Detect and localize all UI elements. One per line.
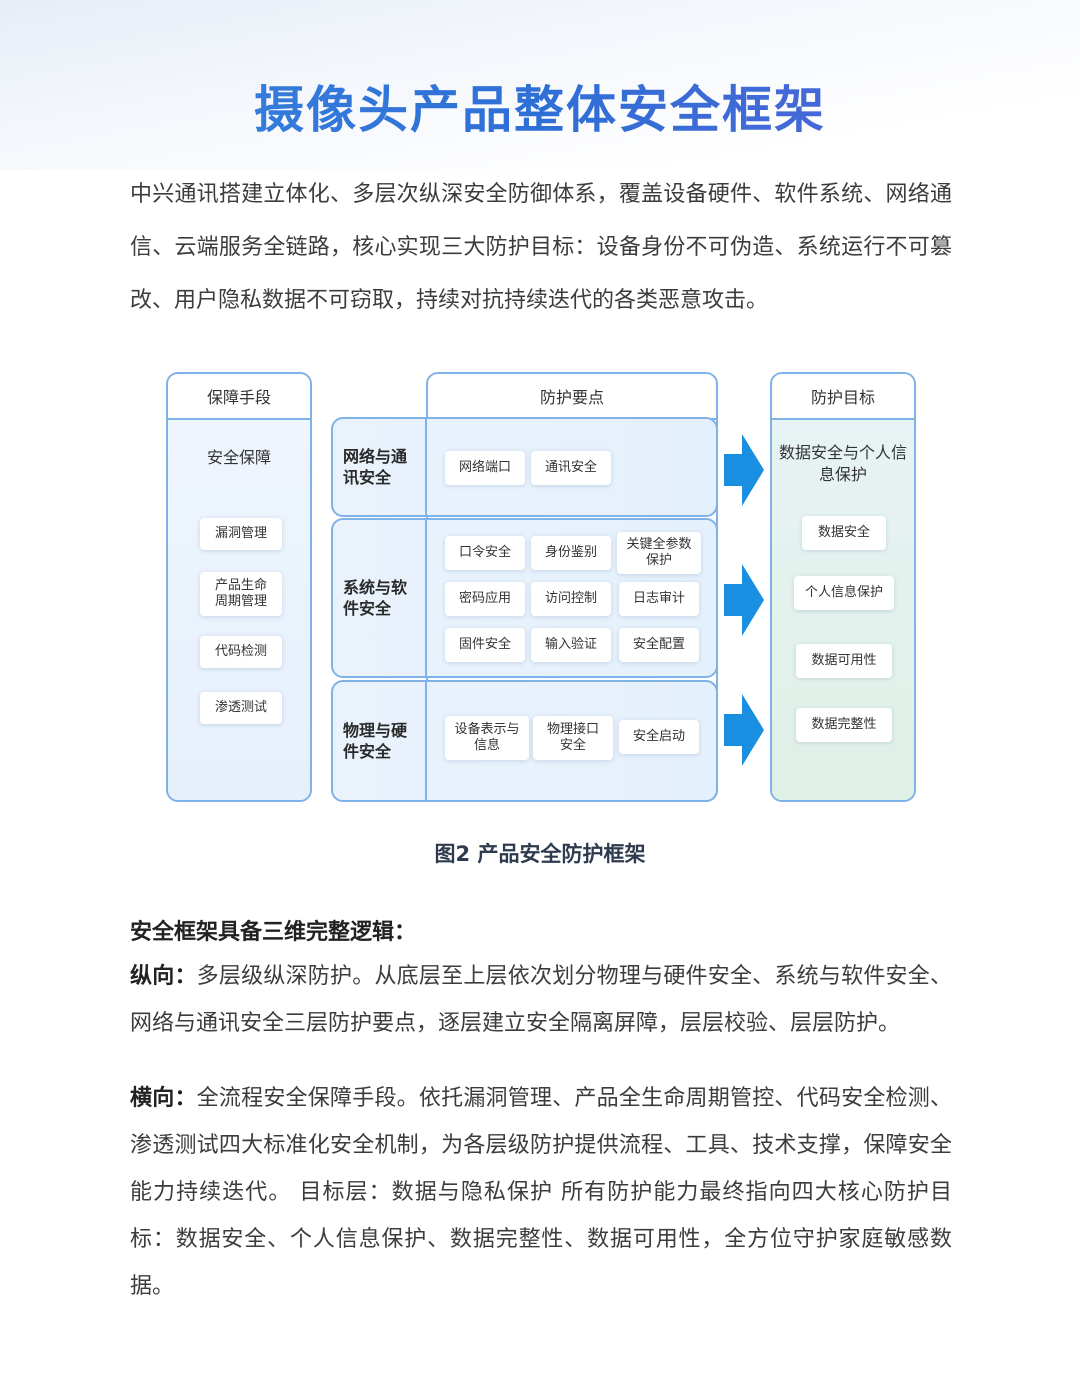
point-item: 日志审计 bbox=[619, 582, 699, 616]
vertical-text: 多层级纵深防护。从底层至上层依次划分物理与硬件安全、系统与软件安全、网络与通讯安… bbox=[130, 964, 952, 1036]
point-item: 身份鉴别 bbox=[531, 536, 611, 570]
point-item: 输入验证 bbox=[531, 628, 611, 662]
safeguard-item: 渗透测试 bbox=[200, 692, 282, 724]
safeguard-item: 代码检测 bbox=[200, 636, 282, 668]
layer-name: 网络与通讯安全 bbox=[333, 419, 427, 515]
header-background bbox=[0, 0, 1080, 170]
arrow-right-icon bbox=[724, 434, 764, 506]
point-item: 通讯安全 bbox=[531, 451, 611, 485]
point-item: 关键全参数保护 bbox=[617, 532, 701, 574]
layer-name: 物理与硬件安全 bbox=[333, 682, 427, 800]
horizontal-text: 全流程安全保障手段。依托漏洞管理、产品全生命周期管控、代码安全检测、渗透测试四大… bbox=[130, 1086, 952, 1299]
point-item: 固件安全 bbox=[445, 628, 525, 662]
logic-heading: 安全框架具备三维完整逻辑： bbox=[130, 906, 952, 959]
point-item: 安全启动 bbox=[619, 720, 699, 754]
vertical-label: 纵向： bbox=[130, 964, 197, 989]
safeguard-subtitle: 安全保障 bbox=[206, 448, 271, 467]
layer-name: 系统与软件安全 bbox=[333, 520, 427, 676]
safeguard-header: 保障手段 bbox=[168, 374, 310, 420]
intro-paragraph: 中兴通讯搭建立体化、多层次纵深安全防御体系，覆盖设备硬件、软件系统、网络通信、云… bbox=[130, 182, 952, 313]
vertical-paragraph: 纵向：多层级纵深防护。从底层至上层依次划分物理与硬件安全、系统与软件安全、网络与… bbox=[130, 953, 952, 1047]
point-item: 网络端口 bbox=[445, 451, 525, 485]
page-title: 摄像头产品整体安全框架 bbox=[0, 70, 1080, 142]
arrow-right-icon bbox=[724, 564, 764, 636]
arrow-right-icon bbox=[724, 694, 764, 766]
logic-heading-text: 安全框架具备三维完整逻辑： bbox=[130, 920, 417, 945]
point-item: 物理接口安全 bbox=[533, 716, 613, 760]
point-item: 口令安全 bbox=[445, 536, 525, 570]
safeguard-item: 产品生命周期管理 bbox=[200, 572, 282, 616]
figure-caption: 图2 产品安全防护框架 bbox=[434, 842, 646, 866]
horizontal-label: 横向： bbox=[130, 1086, 197, 1111]
horizontal-paragraph: 横向：全流程安全保障手段。依托漏洞管理、产品全生命周期管控、代码安全检测、渗透测… bbox=[130, 1075, 952, 1310]
layer-network: 网络与通讯安全 网络端口 通讯安全 bbox=[331, 417, 718, 517]
point-item: 设备表示与信息 bbox=[445, 716, 529, 760]
protection-points-header: 防护要点 bbox=[428, 374, 716, 420]
goal-item: 数据安全 bbox=[802, 516, 886, 550]
point-item: 访问控制 bbox=[531, 582, 611, 616]
goals-column: 防护目标 数据安全与个人信息保护 数据安全 个人信息保护 数据可用性 数据完整性 bbox=[770, 372, 916, 802]
point-item: 密码应用 bbox=[445, 582, 525, 616]
layer-physical: 物理与硬件安全 设备表示与信息 物理接口安全 安全启动 bbox=[331, 680, 718, 802]
layer-system: 系统与软件安全 口令安全 身份鉴别 关键全参数保护 密码应用 访问控制 日志审计… bbox=[331, 518, 718, 678]
goal-item: 数据完整性 bbox=[796, 708, 892, 742]
goal-item: 数据可用性 bbox=[796, 644, 892, 678]
goals-subtitle: 数据安全与个人信息保护 bbox=[778, 443, 907, 484]
point-item: 安全配置 bbox=[619, 628, 699, 662]
goal-item: 个人信息保护 bbox=[794, 576, 894, 610]
safeguard-item: 漏洞管理 bbox=[200, 518, 282, 550]
goals-header: 防护目标 bbox=[772, 374, 914, 420]
safeguard-column: 保障手段 安全保障 漏洞管理 产品生命周期管理 代码检测 渗透测试 bbox=[166, 372, 312, 802]
